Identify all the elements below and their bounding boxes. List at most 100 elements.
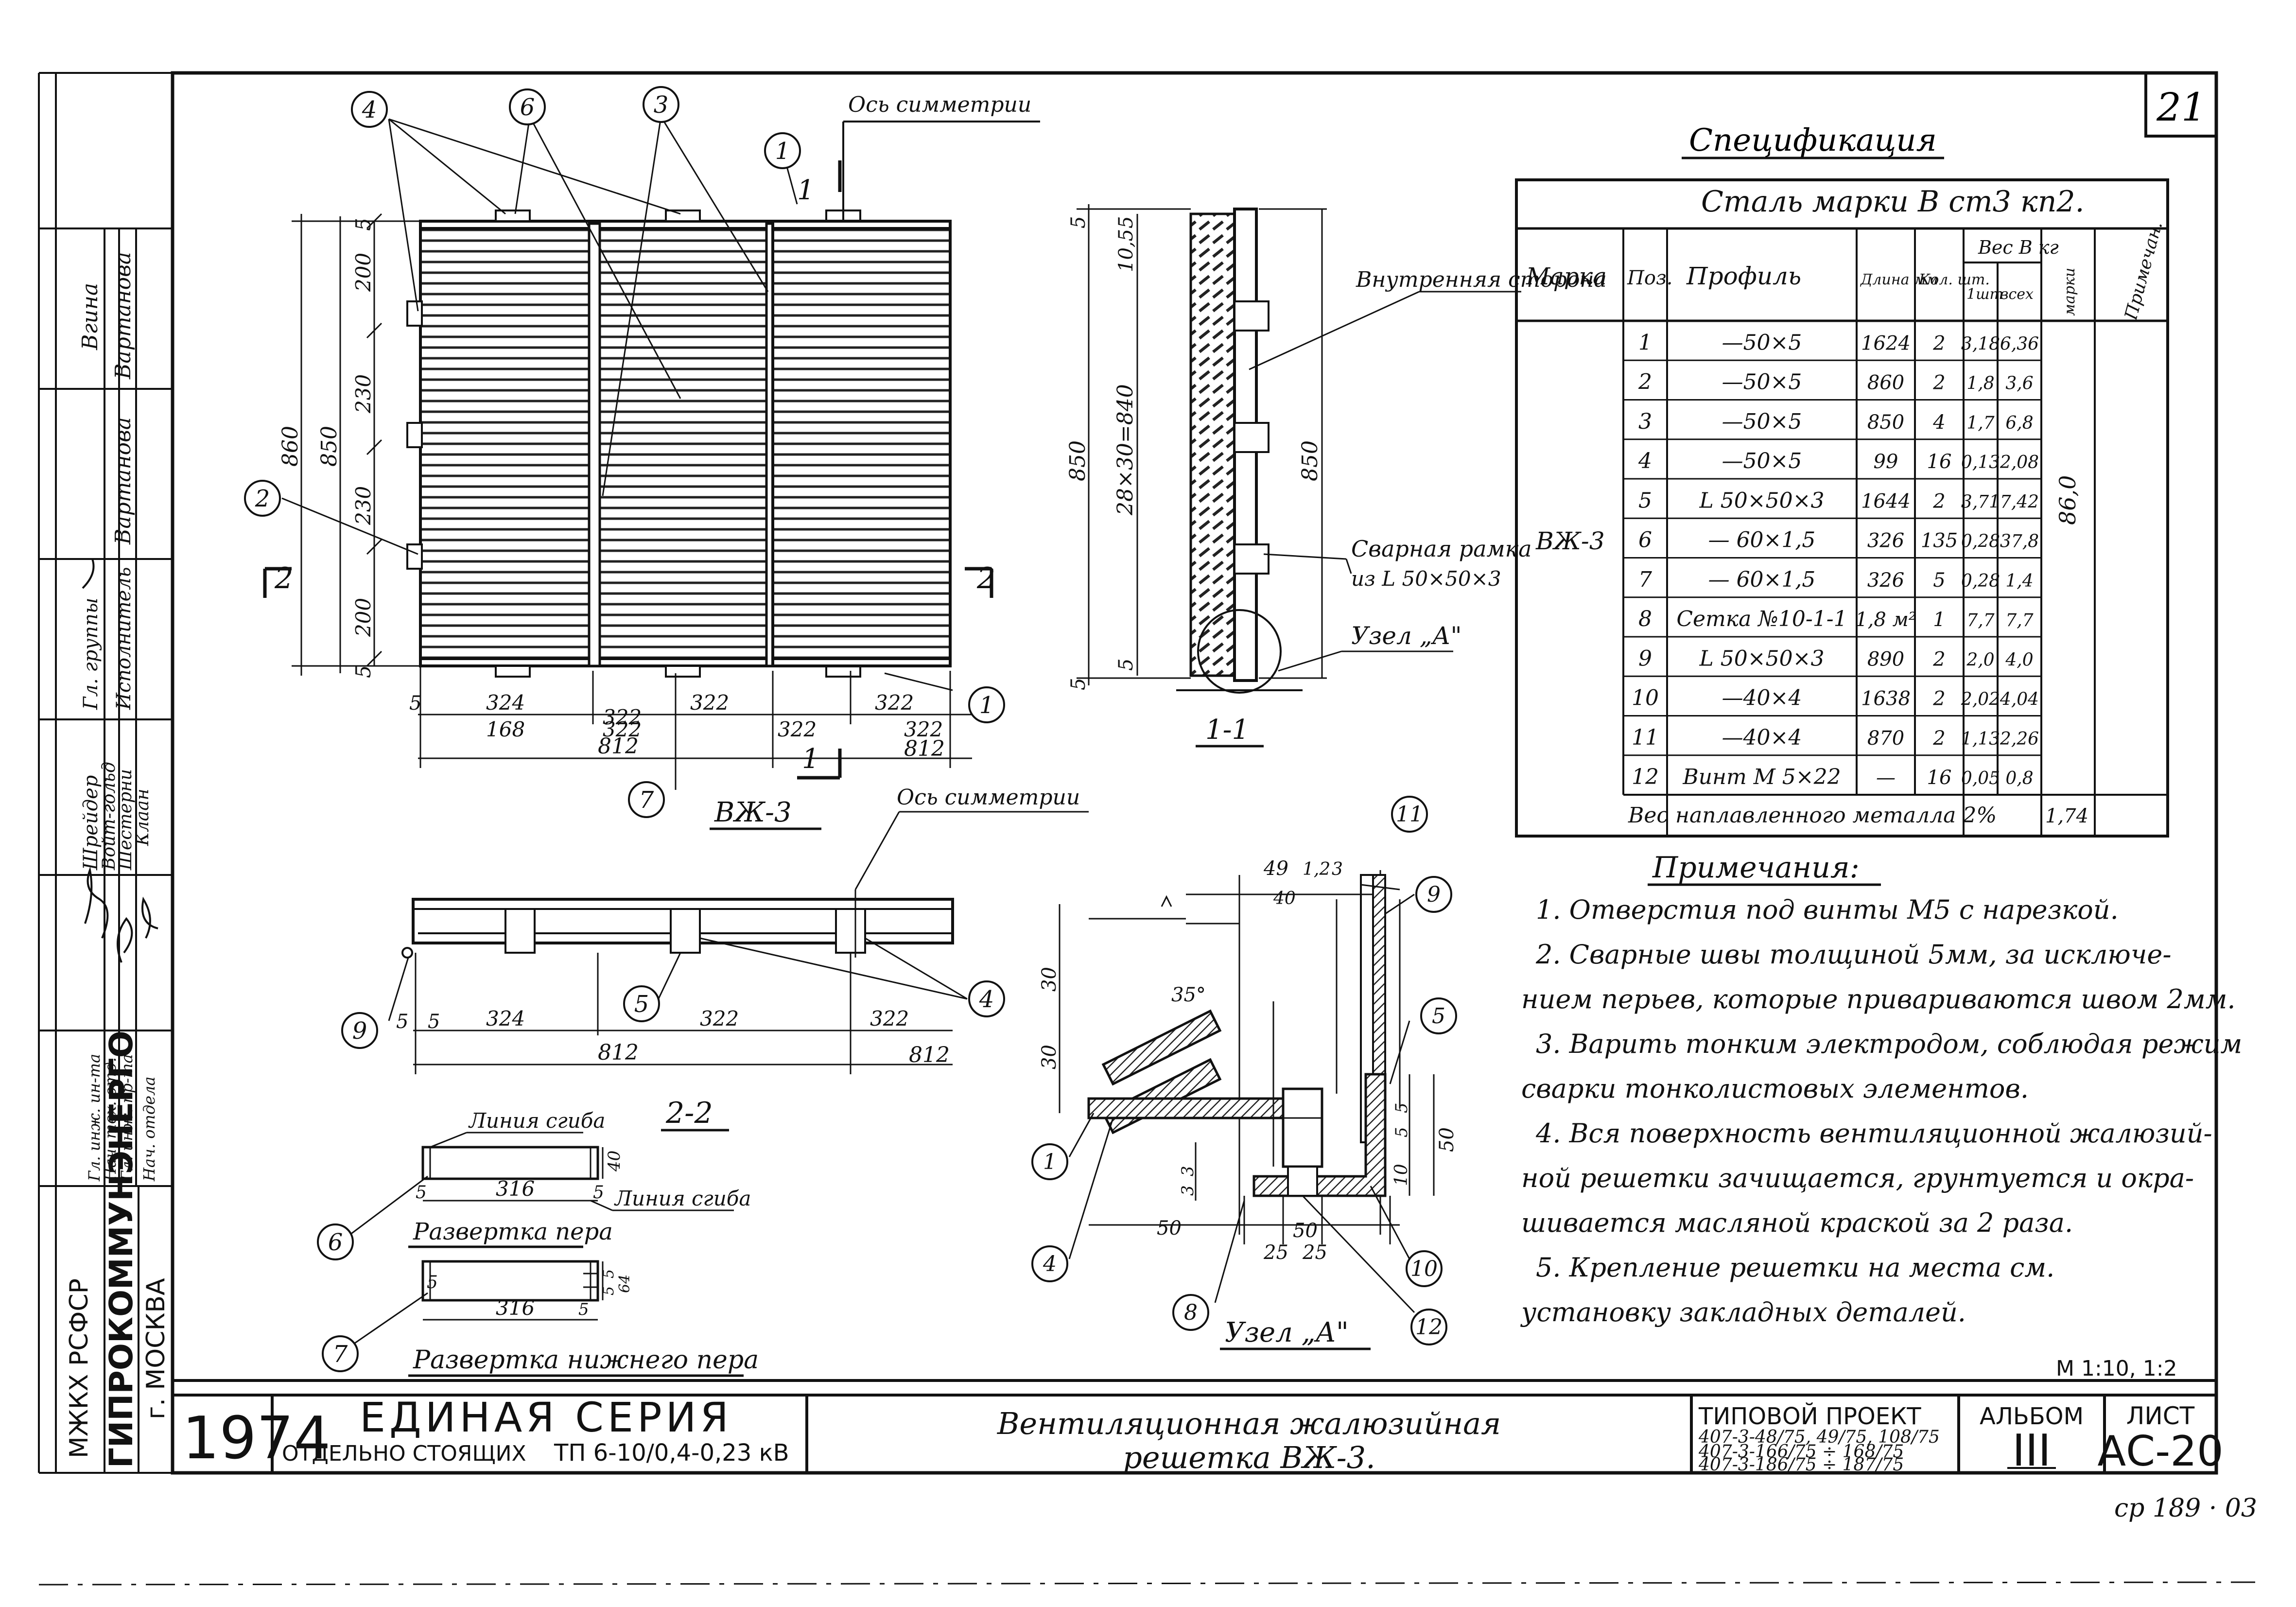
spec-cell: 12 — [1632, 765, 1659, 789]
spec-col-pos: Поз. — [1627, 267, 1673, 289]
left-stamp — [39, 73, 173, 1473]
front-axis-label: Ось симметрии — [848, 92, 1031, 117]
spec-cell: 3,6 — [2005, 374, 2033, 394]
welded-frame-label-1: Сварная рамка — [1351, 536, 1532, 562]
pos-label: 6 — [520, 94, 535, 121]
title-block-text: 1974 ЕДИНАЯ СЕРИЯ ОТДЕЛЬНО СТОЯЩИХ ТП 6-… — [182, 1394, 2224, 1476]
spec-cell: 1,7 — [1966, 413, 1994, 433]
drawing-title-2: решетка ВЖ-3. — [1123, 1440, 1375, 1475]
dim-bottom-322-d: 322 — [603, 717, 642, 741]
spec-cell: 2 — [1932, 332, 1945, 354]
spec-steel-grade: Сталь марки В ст3 кп2. — [1701, 185, 2085, 219]
node-a-detail — [1059, 870, 1435, 1313]
plan-dim-322-a: 322 — [700, 1007, 739, 1031]
spec-cell: 7,7 — [1966, 611, 1994, 630]
spec-cell: 1,4 — [2005, 571, 2033, 591]
pos-label: 7 — [639, 786, 654, 814]
front-view-text: Ось симметрии 1 2 2 1 5 200 230 230 200 … — [274, 92, 1031, 830]
drawing-title-1: Вентиляционная жалюзийная — [997, 1406, 1501, 1441]
project-code-2: 407-3-166/75 ÷ 168/75 — [1698, 1442, 1904, 1462]
fin-developments-text: Линия сгиба Линия сгиба 5 316 5 40 Разве… — [408, 1109, 759, 1377]
spec-cell: 2 — [1932, 648, 1945, 670]
sec-dim-850-b: 850 — [1298, 440, 1322, 481]
spec-cell: 99 — [1874, 451, 1898, 473]
project-code-3: 407-3-186/75 ÷ 187/75 — [1698, 1455, 1904, 1475]
stamp-name-2: Вартанова — [111, 252, 136, 380]
pos-callout — [764, 132, 801, 169]
note-line: 2. Сварные швы толщиной 5мм, за исключе- — [1535, 939, 2172, 970]
spec-cell: 2,08 — [2000, 453, 2039, 472]
note-line: ной решетки зачищается, грунтуется и окр… — [1521, 1163, 2194, 1193]
pos-label: 3 — [654, 91, 669, 119]
plan-dim-322-b: 322 — [870, 1007, 909, 1031]
pos-label: 4 — [979, 986, 994, 1013]
pos-callout — [968, 686, 1005, 723]
spec-cell: 37,8 — [2000, 532, 2039, 552]
spec-col-w-unit: 1шт — [1966, 286, 2003, 303]
spec-cell: 1 — [1638, 330, 1652, 355]
spec-cell: —40×4 — [1722, 686, 1802, 711]
dim-left-5-bottom: 5 — [351, 665, 375, 678]
sec-dim-28x30: 28×30=840 — [1113, 384, 1138, 516]
node-dim-30-a: 30 — [1038, 967, 1061, 992]
note-line: 3. Варить тонким электродом, соблюдая ре… — [1536, 1029, 2242, 1059]
plan-axis-label: Ось симметрии — [897, 785, 1080, 810]
front-view — [406, 121, 1040, 678]
plan-2-2 — [388, 811, 1089, 1074]
front-cut-mark: 1 — [797, 175, 815, 206]
dim-bottom-168: 168 — [486, 717, 525, 741]
front-view-dims — [263, 116, 993, 790]
dev-lower-dim-316: 316 — [496, 1296, 535, 1320]
pos-label: 4 — [1043, 1252, 1057, 1276]
plan-pos-callouts — [341, 980, 1005, 1049]
spec-cell: 326 — [1867, 569, 1904, 592]
spec-cell: 870 — [1867, 727, 1904, 750]
spec-cell: 6,8 — [2005, 413, 2033, 433]
dim-bottom-812-a: 812 — [598, 734, 639, 759]
dim-bottom-322-e: 322 — [778, 717, 817, 741]
dev-lower-title: Развертка нижнего пера — [413, 1345, 759, 1375]
spec-cell: 1 — [1933, 609, 1945, 631]
front-pos-callouts — [244, 86, 1005, 818]
stamp-role-5: Гл. инж. пр-та — [118, 1054, 136, 1182]
spec-col-mark: Марка — [1526, 263, 1607, 290]
fin-developments — [349, 1132, 734, 1347]
dev-upper-dim-316: 316 — [496, 1177, 535, 1201]
spec-col-w-mark: марки — [2061, 268, 2078, 316]
dev-upper-dim-5b: 5 — [593, 1183, 604, 1203]
pos-label: 9 — [352, 1017, 367, 1045]
front-pos-labels: 4 6 3 1 2 1 7 — [255, 91, 994, 814]
spec-col-weight: Вес В кг — [1978, 237, 2059, 258]
pos-label: 12 — [1415, 1315, 1443, 1340]
node-dim-50-bottom: 50 — [1293, 1220, 1318, 1242]
spec-cell: 8 — [1638, 607, 1652, 631]
spec-cell: 7,7 — [2005, 611, 2033, 630]
spec-cell: 0,28 — [1961, 532, 2000, 552]
spec-cell: — — [1876, 767, 1896, 789]
title-series-3: ТП 6-10/0,4-0,23 кВ — [554, 1439, 789, 1467]
stamp-role-2: Исполнитель — [113, 567, 135, 710]
spec-cell: 1,13 — [1961, 729, 2000, 749]
spec-cell: 3,71 — [1961, 492, 2000, 512]
node-dim-25-a: 25 — [1263, 1241, 1288, 1264]
spec-cell: 0,05 — [1961, 769, 2000, 788]
list-label: ЛИСТ — [2126, 1402, 2195, 1430]
pos-callout — [628, 781, 665, 818]
dim-left-230-b: 230 — [351, 486, 375, 525]
title-year: 1974 — [182, 1405, 330, 1472]
plan-dim-812-b: 812 — [909, 1043, 950, 1067]
spec-cell: 0,13 — [1961, 453, 2000, 472]
spec-cell: 2,02 — [1961, 690, 2000, 710]
spec-cell: 7,42 — [2000, 492, 2039, 512]
pos-label: 8 — [1184, 1300, 1198, 1325]
spec-cell: 4 — [1932, 411, 1945, 434]
pos-callout — [623, 985, 660, 1022]
pos-label: 1 — [1043, 1150, 1057, 1174]
pos-callout — [317, 1223, 354, 1260]
dev-upper-dim-5: 5 — [416, 1183, 427, 1203]
sec-dim-105: 10,5 — [1115, 229, 1137, 272]
plan-dim-324: 324 — [486, 1007, 525, 1031]
front-cut-mark-bottom: 1 — [802, 743, 819, 775]
dim-bottom-322-c: 322 — [875, 691, 914, 715]
